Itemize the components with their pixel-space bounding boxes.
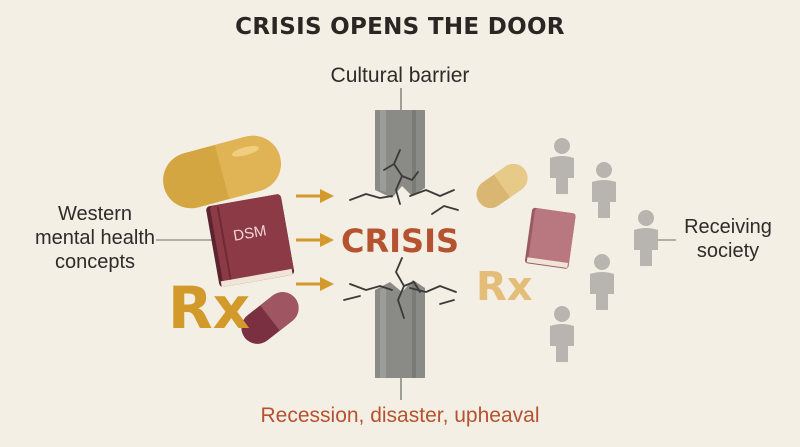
source-label: Western mental health concepts: [20, 202, 170, 274]
rx-icon-faded: Rx: [476, 264, 533, 310]
book-icon: [206, 194, 295, 288]
capsule-icon-maroon: [241, 292, 299, 344]
person-icon-2: [592, 162, 616, 218]
book-icon-faded: [524, 207, 576, 269]
arrow-icon-top: [296, 189, 334, 203]
barrier-label: Cultural barrier: [330, 64, 470, 87]
source-label-line-2: mental health: [34, 227, 156, 249]
trigger-label: Recession, disaster, upheaval: [260, 404, 540, 427]
target-label-line-2: society: [696, 240, 760, 262]
person-icon-1: [550, 138, 574, 194]
barrier-wall-top: [375, 110, 425, 198]
arrow-icon-middle: [296, 233, 334, 247]
capsule-icon-large: [163, 135, 281, 209]
person-icon-3: [634, 210, 658, 266]
person-icon-4: [590, 254, 614, 310]
source-label-line-1: Western: [57, 203, 133, 225]
source-label-line-3: concepts: [54, 251, 136, 273]
crisis-label: CRISIS: [341, 222, 459, 260]
rx-icon-large: Rx: [168, 274, 250, 342]
arrow-icon-bottom: [296, 277, 334, 291]
target-label-line-1: Receiving: [684, 216, 772, 238]
book-label: DSM: [232, 222, 268, 245]
target-label: Receiving society: [668, 215, 788, 263]
crack-lines: [343, 149, 459, 319]
person-icon-5: [550, 306, 574, 362]
diagram-title: CRISIS OPENS THE DOOR: [235, 14, 565, 40]
barrier-wall-bottom: [375, 280, 425, 378]
capsule-icon-faded: [476, 163, 528, 209]
